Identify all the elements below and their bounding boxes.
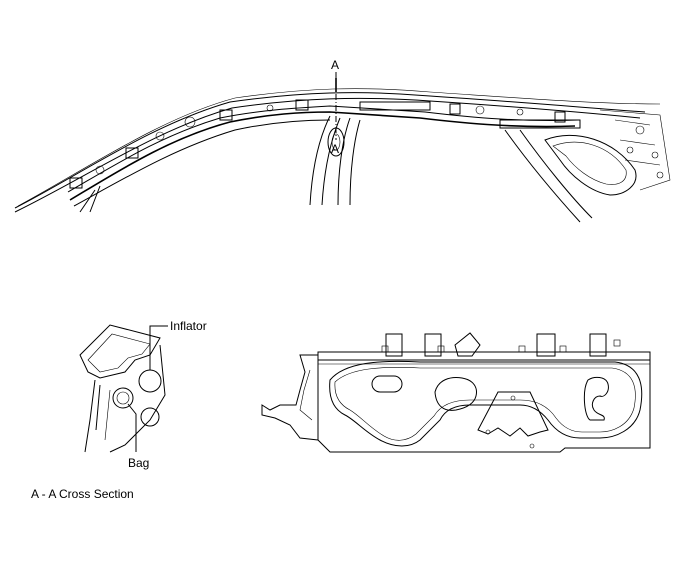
section-marker-bottom: A <box>331 142 339 156</box>
inflator-circle <box>138 369 162 393</box>
curtain-airbag-assembly <box>261 332 651 453</box>
section-marker-top: A <box>331 58 339 72</box>
bag-circle <box>112 387 134 409</box>
cross-section-view <box>79 324 168 453</box>
bag-label: Bag <box>128 456 149 470</box>
cross-section-caption: A - A Cross Section <box>31 487 134 501</box>
inflator-label: Inflator <box>170 319 207 333</box>
vehicle-roof-side-view <box>14 72 671 223</box>
